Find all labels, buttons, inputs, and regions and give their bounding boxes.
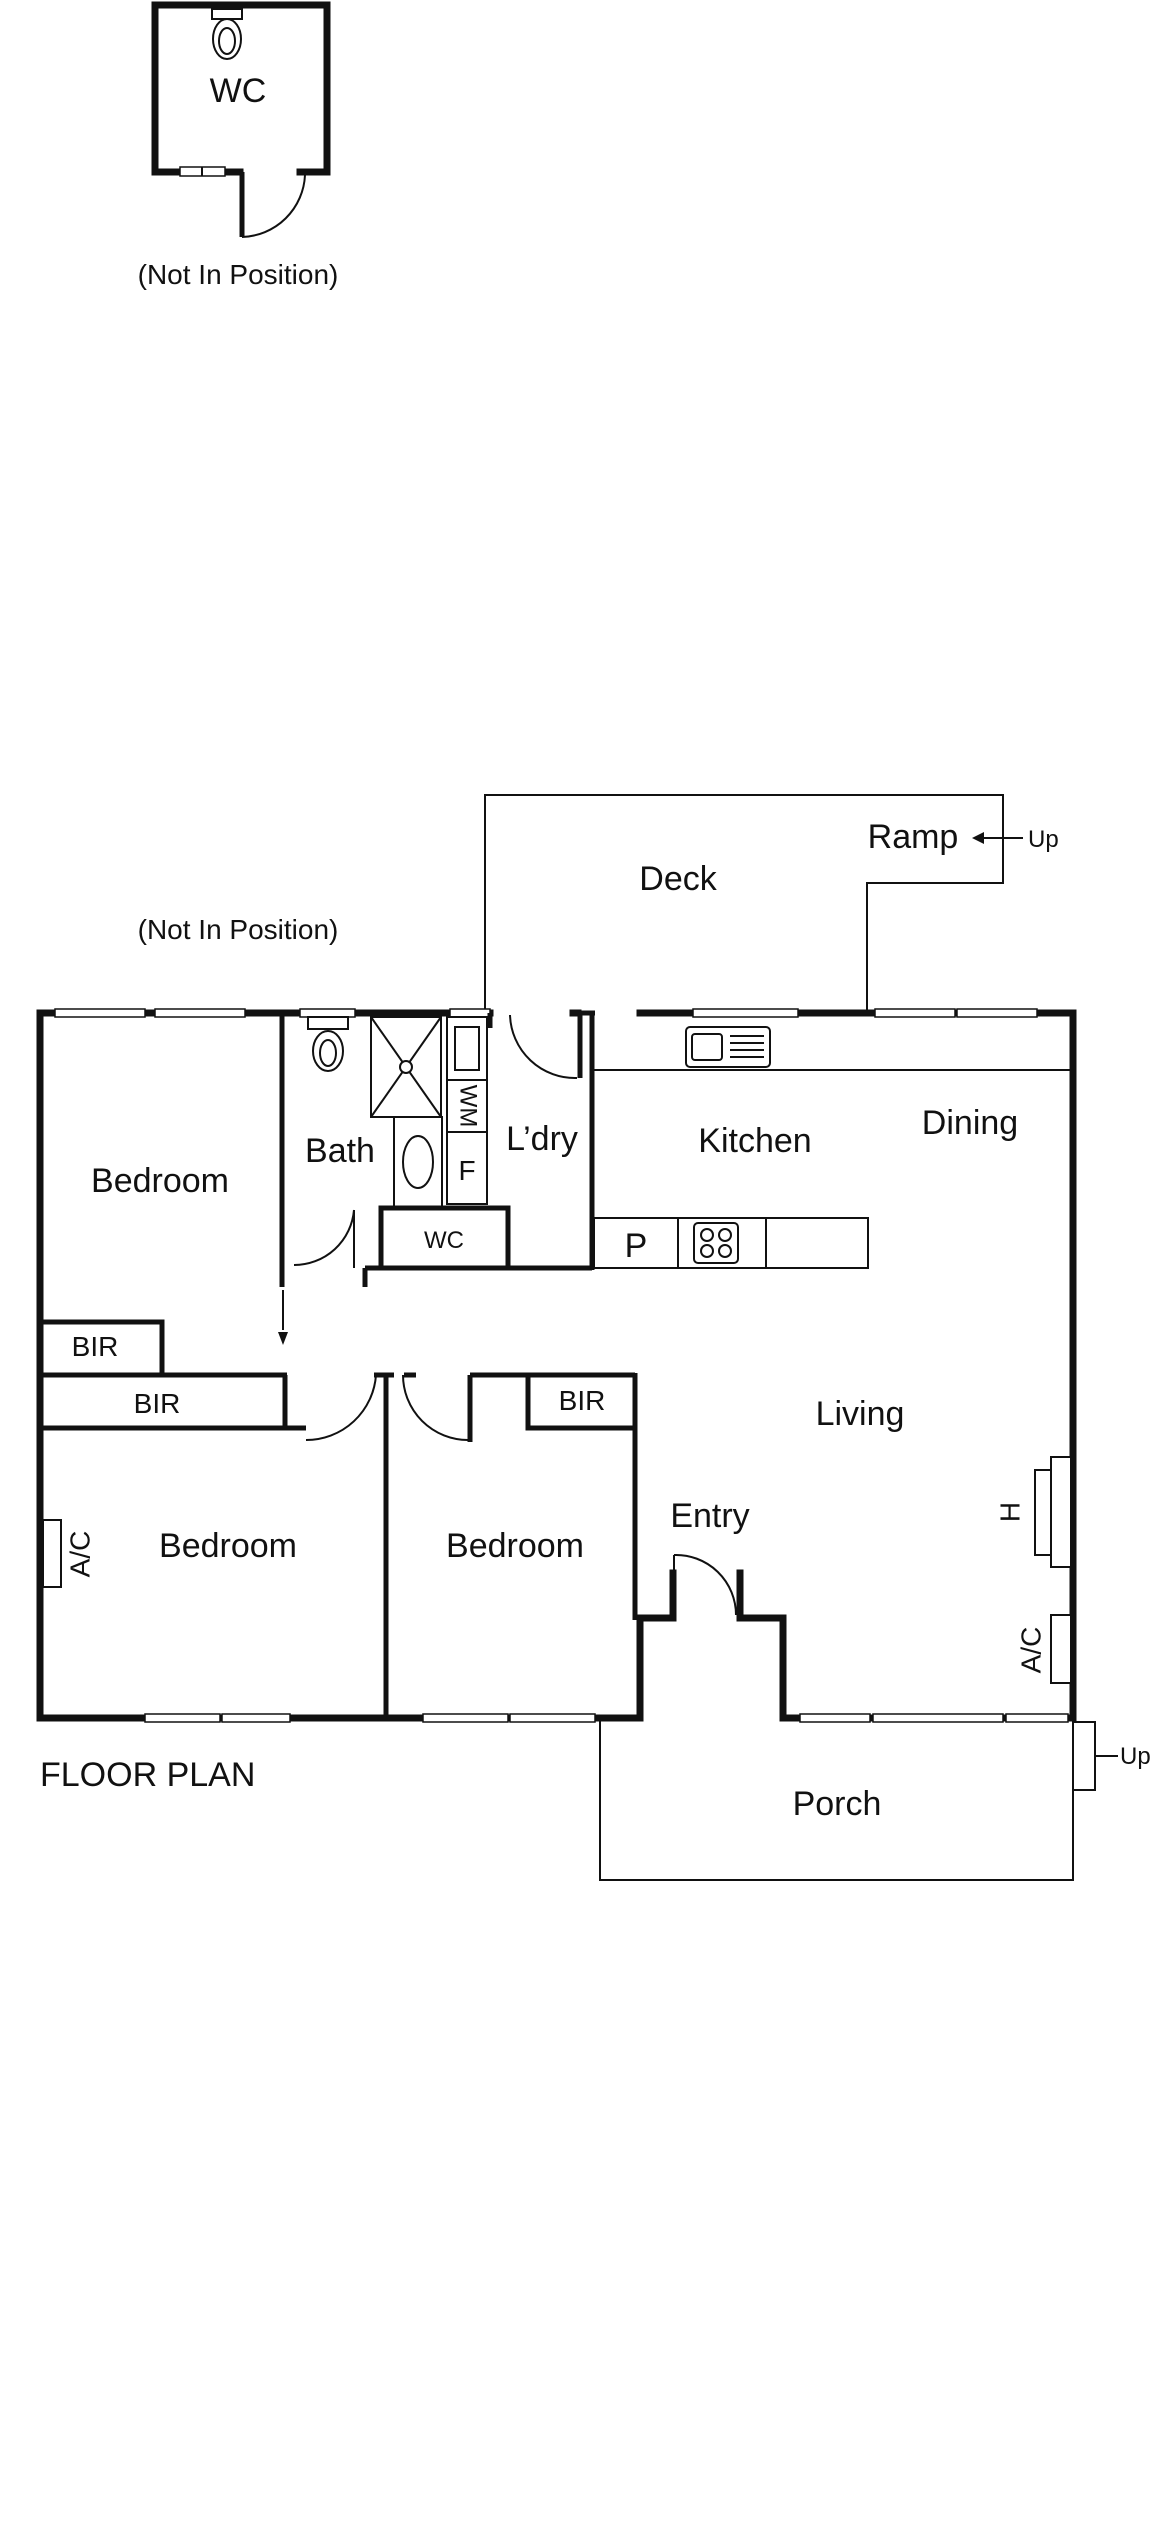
shower-drain-icon [399, 1060, 413, 1074]
basin-icon [402, 1135, 434, 1189]
window [692, 1008, 799, 1018]
window [299, 1008, 356, 1018]
ramp-up-label: Up [1028, 826, 1059, 853]
window [54, 1008, 146, 1018]
kitchen-label: Kitchen [698, 1122, 811, 1160]
door-swing [305, 1374, 377, 1442]
bir-1-outline [40, 1319, 165, 1375]
window [956, 1008, 1038, 1018]
laundry-label: L’dry [506, 1120, 578, 1158]
ac-unit [1050, 1614, 1072, 1684]
washing-machine [446, 1079, 488, 1133]
entry-label: Entry [670, 1497, 749, 1535]
door-swing [293, 1209, 355, 1267]
doors [278, 1014, 737, 1618]
toilet-cistern-icon [307, 1016, 349, 1030]
bath-label: Bath [305, 1132, 375, 1170]
pantry-label: P [625, 1227, 648, 1265]
porch-step [1072, 1721, 1096, 1791]
bedroom-main: Bedroom BIR BIR [40, 1162, 283, 1431]
ac-unit [42, 1519, 62, 1588]
wc-internal-label: WC [424, 1227, 464, 1254]
window [221, 1713, 291, 1723]
kitchen-dining: Kitchen Dining P [593, 1026, 1018, 1269]
bir-3-outline [525, 1375, 635, 1431]
wm-label: WM [455, 1085, 482, 1128]
window [1005, 1713, 1069, 1723]
door-swing [402, 1374, 469, 1441]
wc-internal [378, 1205, 511, 1271]
bedroom-main-label: Bedroom [91, 1162, 229, 1200]
window [799, 1713, 871, 1723]
internal-walls [40, 1010, 1073, 1718]
heater-unit [1050, 1456, 1072, 1568]
bedroom-3-label: Bedroom [446, 1527, 584, 1565]
south-bedrooms: A/C Bedroom Bedroom BIR [42, 1375, 635, 1588]
floor-plan-title: FLOOR PLAN [40, 1756, 255, 1794]
porch-label: Porch [793, 1785, 882, 1823]
toilet-icon [312, 1030, 344, 1072]
wc-outbuilding-door-swing [241, 174, 306, 238]
window [154, 1008, 246, 1018]
bir-3-label: BIR [559, 1385, 606, 1416]
external-walls [36, 1008, 1077, 1723]
porch-up-label: Up [1120, 1743, 1151, 1770]
east-wall [636, 1009, 1077, 1722]
ramp-arrow-icon [972, 832, 984, 844]
porch-outline [599, 1718, 1074, 1881]
window [509, 1713, 596, 1723]
window [874, 1008, 956, 1018]
window [449, 1008, 491, 1018]
living-label: Living [816, 1395, 905, 1433]
ac-1-label: A/C [64, 1531, 95, 1578]
bedroom-2-label: Bedroom [159, 1527, 297, 1565]
wc-outbuilding-label: WC [210, 72, 267, 110]
deck-note: (Not In Position) [138, 914, 339, 945]
living-entry: Living Entry H A/C [670, 1395, 1072, 1684]
porch-area: Porch Up [599, 1718, 1151, 1881]
arrow-down-icon [278, 1332, 288, 1345]
window [422, 1713, 509, 1723]
window [872, 1713, 1004, 1723]
bathroom-wing: Bath WM F WC L’dry [305, 1016, 578, 1271]
ramp-label: Ramp [868, 818, 959, 856]
deck-label: Deck [639, 860, 717, 898]
fridge-label: F [458, 1155, 475, 1186]
heater-label: H [994, 1502, 1025, 1522]
cooktop-icon [693, 1222, 739, 1264]
wc-outbuilding-note: (Not In Position) [138, 259, 339, 290]
deck-area: Deck Ramp Up (Not In Position) [138, 794, 1059, 1013]
bir-1-label: BIR [72, 1331, 119, 1362]
wc-outbuilding: WC (Not In Position) [138, 1, 339, 290]
west-wall [36, 1009, 677, 1722]
ac-2-label: A/C [1015, 1627, 1046, 1674]
window [144, 1713, 221, 1723]
bir-2-label: BIR [134, 1388, 181, 1419]
toilet-cistern-icon [211, 8, 243, 20]
fridge [446, 1131, 488, 1205]
wc-outbuilding-walls [151, 1, 331, 176]
entry-door-swing [673, 1553, 737, 1616]
door-swing [509, 1014, 578, 1080]
dining-label: Dining [922, 1104, 1018, 1142]
